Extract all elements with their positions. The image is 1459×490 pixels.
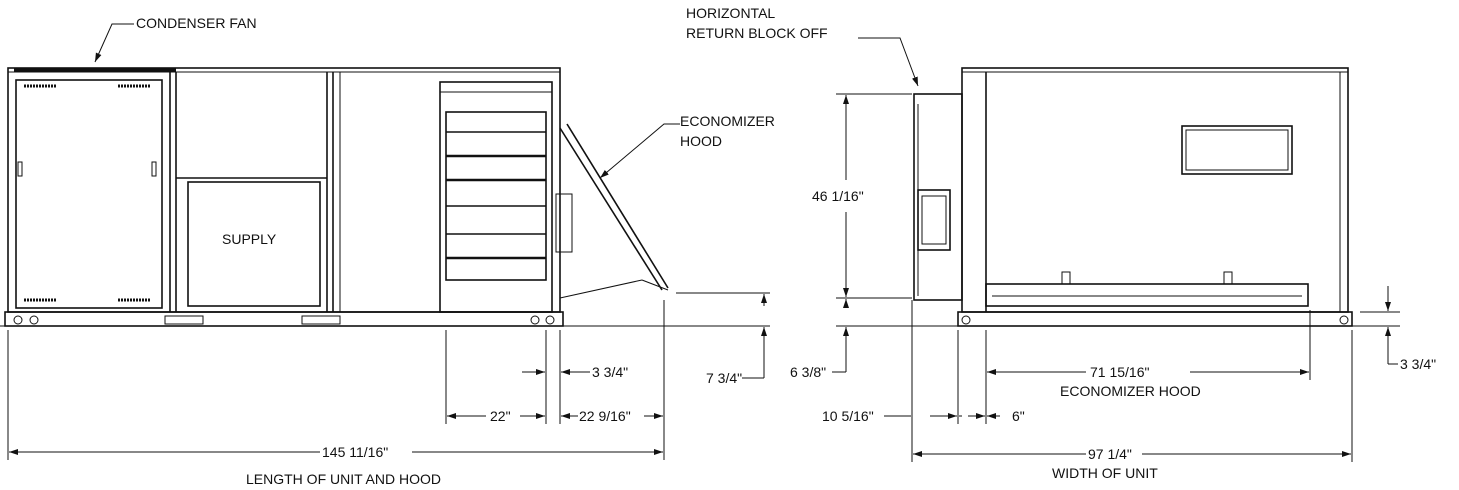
dim-71-15-16: 71 15/16": [1090, 364, 1149, 380]
overall-width-caption: WIDTH OF UNIT: [1052, 465, 1158, 481]
dim-3-3-4: 3 3/4": [592, 364, 628, 380]
dim-22: 22": [490, 408, 511, 424]
end-panel-opening: [1181, 125, 1293, 175]
dim-22-9-16: 22 9/16": [579, 408, 631, 424]
economizer-hood: [559, 127, 663, 291]
dim-46-1-16: 46 1/16": [812, 188, 864, 204]
condenser-fan-label: CONDENSER FAN: [136, 15, 257, 31]
economizer-damper-frame: [439, 81, 553, 313]
economizer-hood-label-line2: HOOD: [680, 133, 722, 149]
side-view: SUPPLY CONDENSER FAN ECONOMIZER HOOD 7: [0, 15, 775, 487]
return-block-off: [913, 93, 963, 301]
return-block-off-label-line1: HORIZONTAL: [686, 5, 775, 21]
dim-7-3-4: 7 3/4": [706, 370, 742, 386]
economizer-hood-caption: ECONOMIZER HOOD: [1060, 383, 1201, 399]
end-base-rail: [957, 311, 1353, 327]
end-view: HORIZONTAL RETURN BLOCK OFF 46 1/16" 6 3…: [686, 5, 1436, 481]
end-unit-body: [961, 67, 1349, 313]
supply-label: SUPPLY: [222, 231, 277, 247]
condenser-access-door: [15, 79, 163, 309]
dim-overall-length: 145 11/16": [322, 444, 388, 460]
drain-pan: [985, 283, 1309, 307]
overall-length-caption: LENGTH OF UNIT AND HOOD: [246, 471, 441, 487]
dim-3-3-4-end: 3 3/4": [1400, 356, 1436, 372]
dim-overall-width: 97 1/4": [1088, 446, 1132, 462]
base-rail: [4, 311, 564, 327]
unit-body-outline: [7, 67, 561, 313]
return-block-off-label-line2: RETURN BLOCK OFF: [686, 25, 828, 41]
dim-6: 6": [1012, 408, 1025, 424]
supply-opening: [187, 181, 321, 307]
economizer-hood-label-line1: ECONOMIZER: [680, 113, 775, 129]
dim-6-3-8: 6 3/8": [790, 364, 826, 380]
dim-10-5-16: 10 5/16": [822, 408, 874, 424]
